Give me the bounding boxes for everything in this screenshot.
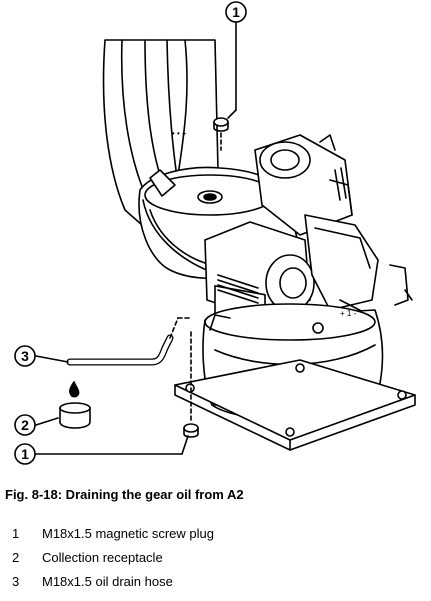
screw-plug-bottom (183, 329, 199, 438)
svg-text:• • +: • • + (172, 129, 187, 138)
callout-label: 3 (21, 348, 29, 364)
callout-label: 2 (21, 417, 29, 433)
screw-plug-top (213, 117, 229, 151)
callout-label: 1 (21, 446, 29, 462)
svg-text:+ 1 -: + 1 - (340, 309, 357, 318)
robot-axis-drawing: • • + (14, 1, 416, 465)
legend-number: 2 (12, 550, 20, 565)
collection-receptacle (59, 402, 91, 429)
legend-number: 1 (12, 526, 20, 541)
legend-text: M18x1.5 magnetic screw plug (42, 526, 214, 541)
oil-drop-icon (69, 381, 80, 398)
cover-plate (304, 214, 413, 319)
callout-3: 3 (14, 345, 36, 367)
callout-1-top: 1 (225, 1, 247, 23)
legend-number: 3 (12, 574, 20, 589)
legend-text: Collection receptacle (42, 550, 163, 565)
callout-leaders (35, 21, 237, 455)
callout-label: 1 (232, 4, 240, 20)
base-plate (174, 359, 416, 451)
callout-2: 2 (14, 414, 36, 436)
callout-1-bottom: 1 (14, 443, 36, 465)
rear-motor (254, 134, 353, 236)
legend-text: M18x1.5 oil drain hose (42, 574, 173, 589)
figure-caption: Fig. 8-18: Draining the gear oil from A2 (5, 487, 244, 502)
oil-drain-hose (66, 317, 192, 366)
